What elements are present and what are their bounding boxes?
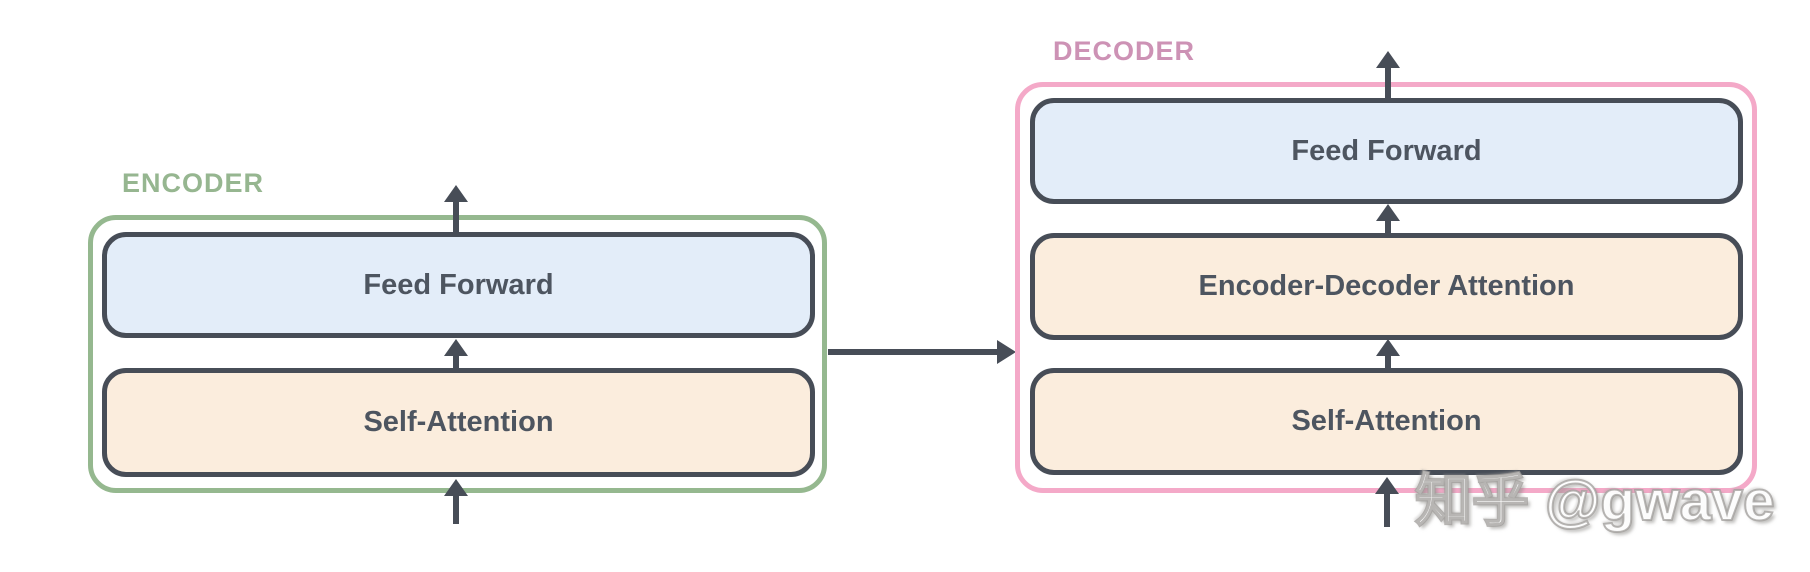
encoder-feed-forward-block: Feed Forward bbox=[102, 232, 815, 338]
arrow-head bbox=[444, 339, 468, 356]
decoder-internal-arrow-lower-icon bbox=[1375, 339, 1401, 368]
arrow-shaft bbox=[1385, 356, 1391, 368]
arrow-shaft bbox=[453, 202, 459, 232]
encoder-feed-forward-label: Feed Forward bbox=[363, 268, 554, 301]
decoder-encoder-decoder-attention-block: Encoder-Decoder Attention bbox=[1030, 233, 1743, 340]
arrow-head bbox=[444, 479, 468, 496]
encoder-internal-arrow-icon bbox=[443, 339, 469, 368]
encoder-self-attention-label: Self-Attention bbox=[363, 406, 554, 438]
arrow-shaft bbox=[453, 356, 459, 368]
arrow-head bbox=[1376, 51, 1400, 68]
arrow-head bbox=[444, 185, 468, 202]
arrow-head bbox=[1376, 339, 1400, 356]
arrow-shaft bbox=[1384, 494, 1390, 527]
decoder-internal-arrow-upper-icon bbox=[1375, 204, 1401, 233]
decoder-self-attention-label: Self-Attention bbox=[1291, 405, 1482, 437]
encoder-self-attention-block: Self-Attention bbox=[102, 368, 815, 477]
arrow-shaft bbox=[1385, 68, 1391, 98]
decoder-input-arrow-icon bbox=[1374, 477, 1400, 527]
decoder-self-attention-block: Self-Attention bbox=[1030, 368, 1743, 475]
encoder-group-label: ENCODER bbox=[122, 168, 265, 198]
watermark-text: 知乎 @gwave bbox=[1414, 468, 1776, 534]
encoder-input-arrow-icon bbox=[443, 479, 469, 524]
encoder-to-decoder-arrow-icon bbox=[828, 339, 1016, 365]
decoder-encoder-decoder-attention-label: Encoder-Decoder Attention bbox=[1198, 270, 1575, 302]
arrow-head bbox=[1376, 204, 1400, 221]
encoder-output-arrow-icon bbox=[443, 185, 469, 232]
arrow-shaft bbox=[1385, 221, 1391, 233]
decoder-output-arrow-icon bbox=[1375, 51, 1401, 98]
decoder-feed-forward-label: Feed Forward bbox=[1291, 134, 1482, 167]
arrow-shaft bbox=[828, 349, 997, 355]
arrow-shaft bbox=[453, 496, 459, 524]
arrow-head bbox=[997, 340, 1016, 364]
decoder-feed-forward-block: Feed Forward bbox=[1030, 98, 1743, 204]
decoder-group-label: DECODER bbox=[1053, 36, 1196, 66]
arrow-head bbox=[1375, 477, 1399, 494]
